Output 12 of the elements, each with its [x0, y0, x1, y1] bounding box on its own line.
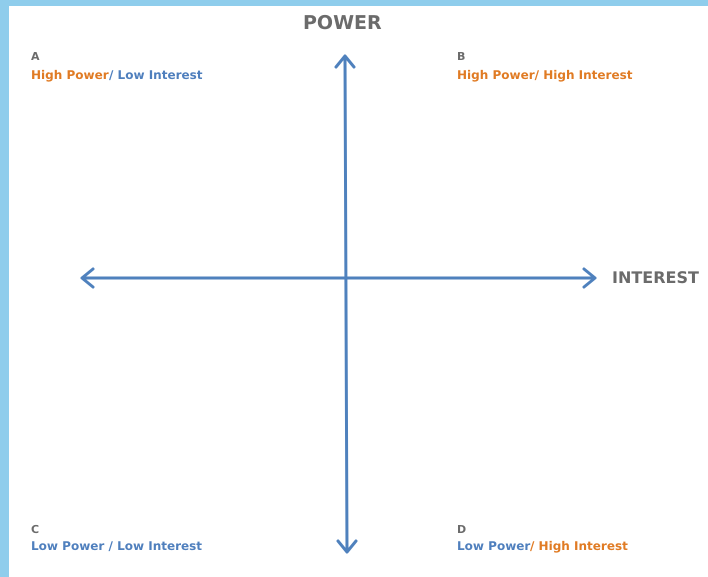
quadrant-letter: B [457, 50, 466, 63]
quadrant-label: High Power/ High Interest [457, 68, 632, 82]
quadrant-label: Low Power / Low Interest [31, 539, 202, 553]
quadrant-label: High Power [31, 68, 109, 82]
quadrant-label: Low Power [457, 539, 530, 553]
axis-label: POWER [303, 12, 382, 34]
quadrant-letter: D [457, 523, 466, 536]
axis-label: INTEREST [612, 268, 699, 287]
quadrant-label: / High Interest [530, 539, 628, 553]
quadrant-letter: C [31, 523, 40, 536]
quadrant-label: / Low Interest [109, 68, 203, 82]
quadrant-letter: A [31, 50, 40, 63]
